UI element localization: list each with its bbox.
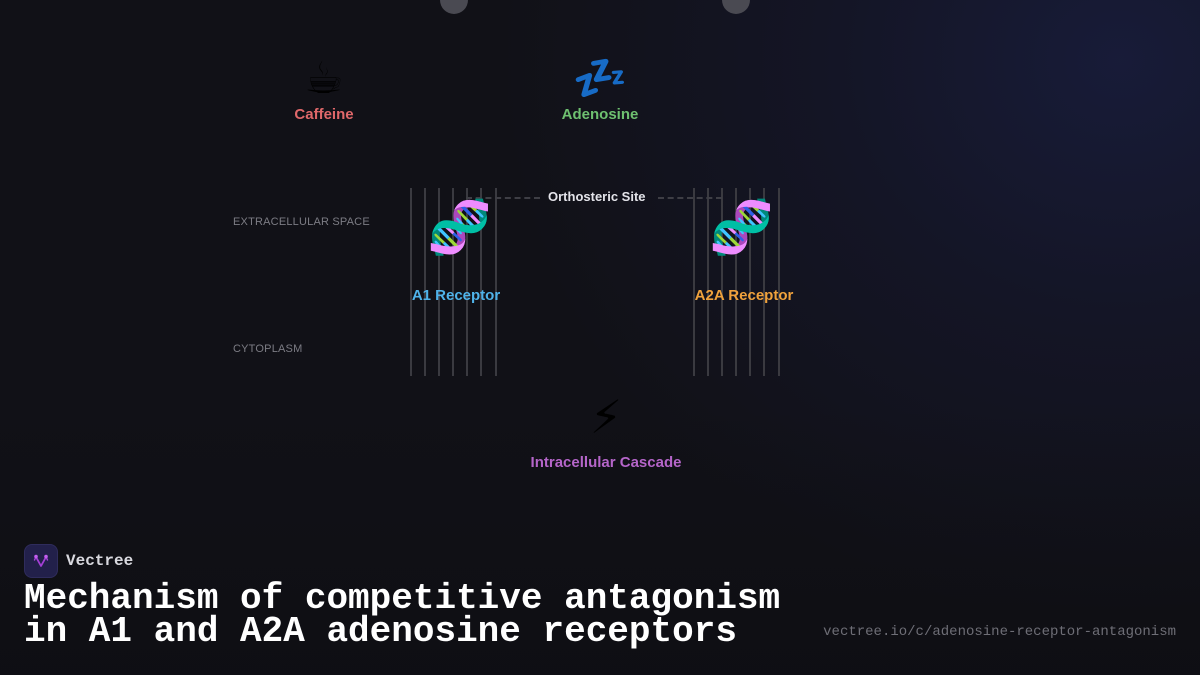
- dna-helix-icon-a1[interactable]: 🧬: [427, 198, 492, 258]
- brand: Vectree: [24, 544, 133, 578]
- membrane-line: [466, 188, 468, 376]
- caffeine-label: Caffeine: [294, 106, 354, 123]
- membrane-line: [693, 188, 695, 376]
- orthosteric-site-label: Orthosteric Site: [548, 189, 646, 204]
- orthosteric-connector-right: [658, 197, 722, 199]
- adenosine-node[interactable]: 💤 Adenosine: [561, 53, 639, 124]
- membrane-a1: [410, 188, 500, 376]
- dna-helix-icon-a2a[interactable]: 🧬: [709, 198, 774, 258]
- cytoplasm-label: CYTOPLASM: [233, 343, 303, 355]
- zzz-sleep-icon: 💤: [572, 53, 628, 104]
- title-line-2: in A1 and A2A adenosine receptors: [24, 611, 737, 652]
- membrane-line: [424, 188, 426, 376]
- brand-name: Vectree: [66, 552, 134, 570]
- a1-receptor-label: A1 Receptor: [411, 287, 501, 304]
- adenosine-label: Adenosine: [561, 106, 639, 123]
- membrane-line: [778, 188, 780, 376]
- coffee-cup-icon: ☕: [304, 53, 344, 104]
- intracellular-cascade-node[interactable]: ⚡ Intracellular Cascade: [531, 388, 682, 471]
- membrane-line: [410, 188, 412, 376]
- caffeine-node[interactable]: ☕ Caffeine: [294, 53, 354, 124]
- extracellular-space-label: EXTRACELLULAR SPACE: [233, 216, 370, 228]
- page-title: Mechanism of competitive antagonism in A…: [24, 581, 780, 650]
- membrane-line: [721, 188, 723, 376]
- a2a-receptor-label: A2A Receptor: [694, 287, 794, 304]
- source-url-link[interactable]: vectree.io/c/adenosine-receptor-antagoni…: [823, 624, 1176, 640]
- membrane-line: [707, 188, 709, 376]
- membrane-line: [749, 188, 751, 376]
- membrane-line: [495, 188, 497, 376]
- top-node-right: [722, 0, 750, 14]
- vectree-logo-icon: [24, 544, 58, 578]
- membrane-line: [735, 188, 737, 376]
- membrane-line: [763, 188, 765, 376]
- membrane-line: [452, 188, 454, 376]
- membrane-a2a: [693, 188, 783, 376]
- title-line-1: Mechanism of competitive antagonism: [24, 578, 781, 619]
- intracellular-cascade-label: Intracellular Cascade: [530, 454, 682, 471]
- membrane-line: [480, 188, 482, 376]
- orthosteric-connector-left: [466, 197, 540, 199]
- top-node-left: [440, 0, 468, 14]
- membrane-line: [438, 188, 440, 376]
- lightning-bolt-icon: ⚡: [589, 390, 623, 444]
